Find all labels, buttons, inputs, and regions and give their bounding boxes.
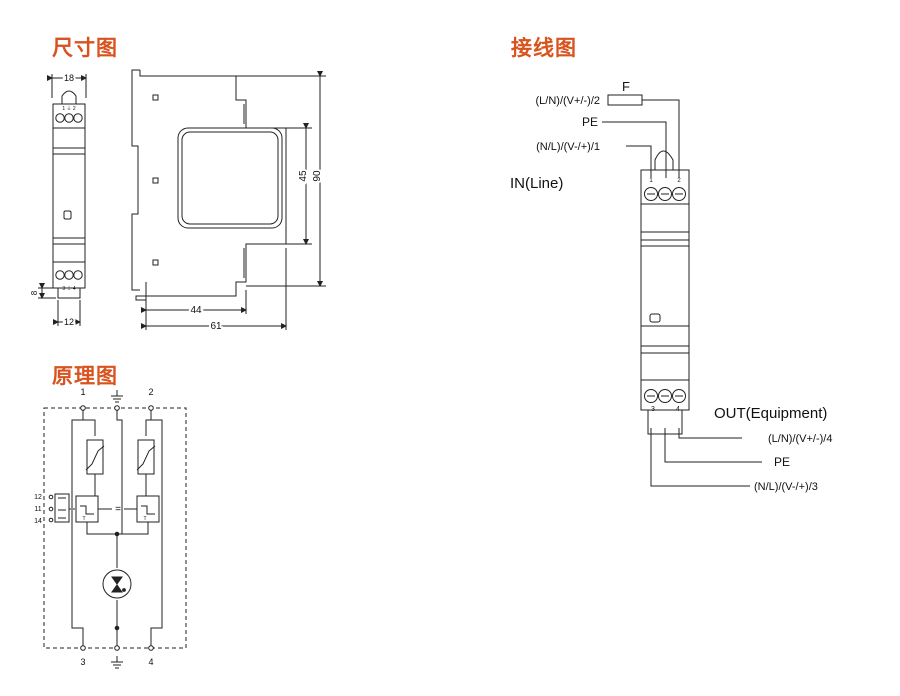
top-terminal-2: 2: [677, 178, 681, 184]
output-n-label: (N/L)/(V-/+)/3: [754, 481, 818, 493]
bottom-terminal-numbers: 3 ⏚ 4: [62, 285, 76, 292]
schematic-heading: 原理图: [52, 364, 118, 388]
equals-label: =: [115, 504, 121, 515]
input-n-label: (N/L)/(V-/+)/1: [536, 141, 600, 153]
dim-18-label: 18: [64, 73, 74, 83]
schematic-terminal-3: 3: [80, 657, 85, 667]
wiring-heading: 接线图: [511, 36, 577, 60]
contact-11-label: 11: [34, 506, 41, 513]
wiring-device: [602, 94, 762, 487]
dim-90-label: 90: [312, 170, 323, 182]
contact-14-label: 14: [34, 518, 42, 525]
dim-8-label: 8: [30, 290, 39, 295]
schematic-circuit: [43, 390, 187, 669]
thermal-right-label: T: [143, 516, 146, 522]
schematic-terminal-2: 2: [148, 387, 153, 397]
bottom-terminal-4: 4: [676, 406, 680, 413]
input-line-label: IN(Line): [510, 175, 563, 192]
dim-61-label: 61: [210, 321, 222, 332]
thermal-left-label: T: [82, 516, 85, 522]
output-pe-label: PE: [774, 455, 790, 469]
dimensions-heading: 尺寸图: [52, 36, 118, 60]
fuse-label: F: [622, 79, 630, 94]
front-view: [38, 74, 87, 326]
top-terminal-1: 1: [649, 178, 653, 184]
schematic-terminal-4: 4: [148, 657, 153, 667]
side-view: [131, 69, 326, 330]
top-terminal-numbers: 1 ⏚ 2: [62, 105, 76, 112]
output-l-label: (L/N)/(V+/-)/4: [768, 433, 832, 445]
dim-44-label: 44: [190, 305, 202, 316]
dim-12-label: 12: [64, 317, 74, 327]
schematic-terminal-1: 1: [80, 387, 85, 397]
input-pe-label: PE: [582, 115, 598, 129]
input-l-label: (L/N)/(V+/-)/2: [536, 95, 600, 107]
bottom-terminal-3: 3: [651, 406, 655, 413]
output-equipment-label: OUT(Equipment): [714, 405, 827, 422]
contact-12-label: 12: [34, 494, 42, 501]
dim-45-label: 45: [298, 170, 309, 182]
